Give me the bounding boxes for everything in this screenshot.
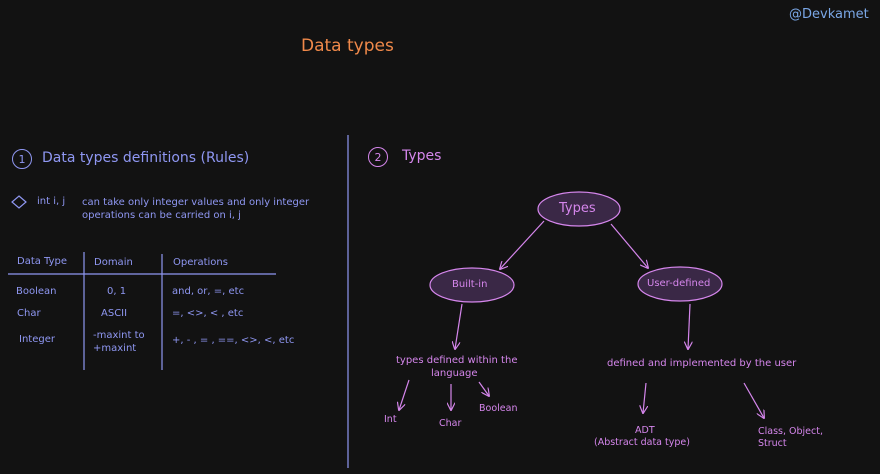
table-cell-type-char: Char xyxy=(17,308,41,319)
leaf-class-line1: Class, Object, xyxy=(758,426,823,437)
leaf-adt-line1: ADT xyxy=(635,425,655,436)
page-title: Data types xyxy=(301,36,394,56)
builtin-node xyxy=(429,267,515,303)
userdefined-label: User-defined xyxy=(647,278,711,289)
table-cell-ops-boolean: and, or, =, etc xyxy=(172,286,245,297)
table-cell-type-boolean: Boolean xyxy=(16,286,57,297)
userdefined-node xyxy=(637,266,723,302)
example-code: int i, j xyxy=(37,196,66,207)
arrow-root-to-builtin xyxy=(500,220,545,269)
table-cell-domain-char: ASCII xyxy=(101,308,128,319)
example-text-line1: can take only integer values and only in… xyxy=(82,197,310,208)
table-header-operations: Operations xyxy=(173,257,228,268)
section2-number-badge: 2 xyxy=(368,147,388,167)
leaf-int: Int xyxy=(384,414,397,425)
table-cell-domain-boolean: 0, 1 xyxy=(107,286,127,297)
leaf-char: Char xyxy=(439,418,462,429)
table-cell-type-integer: Integer xyxy=(19,334,55,345)
types-root-node xyxy=(537,191,621,227)
arrow-userdefined-to-desc xyxy=(688,303,690,349)
author-handle: @Devkamet xyxy=(789,7,869,22)
userdefined-desc: defined and implemented by the user xyxy=(607,358,797,369)
section1-number-badge: 1 xyxy=(12,149,32,169)
leaf-adt-line2: (Abstract data type) xyxy=(594,437,690,448)
table-cell-domain-integer: -maxint to +maxint xyxy=(93,330,145,354)
table-cell-ops-char: =, <>, < , etc xyxy=(172,308,244,319)
builtin-desc-line1: types defined within the xyxy=(396,355,518,366)
section2-heading: Types xyxy=(402,148,442,164)
arrow-to-adt xyxy=(643,382,646,413)
section1-heading: Data types definitions (Rules) xyxy=(42,150,250,166)
arrow-root-to-userdefined xyxy=(610,223,648,268)
arrow-to-class xyxy=(743,382,764,418)
arrow-to-int xyxy=(399,379,410,410)
types-root-label: Types xyxy=(559,201,596,216)
table-cell-ops-integer: +, - , = , ==, <>, <, etc xyxy=(172,335,295,346)
leaf-boolean: Boolean xyxy=(479,403,518,414)
example-text-line2: operations can be carried on i, j xyxy=(82,210,241,221)
builtin-desc-line2: language xyxy=(431,368,478,379)
table-header-data-type: Data Type xyxy=(17,256,68,267)
leaf-class-line2: Struct xyxy=(758,438,787,449)
table-header-domain: Domain xyxy=(94,257,133,268)
arrow-builtin-to-desc xyxy=(455,303,463,349)
arrow-to-boolean xyxy=(478,381,489,396)
bullet-diamond-icon xyxy=(11,195,27,209)
builtin-label: Built-in xyxy=(452,279,488,290)
